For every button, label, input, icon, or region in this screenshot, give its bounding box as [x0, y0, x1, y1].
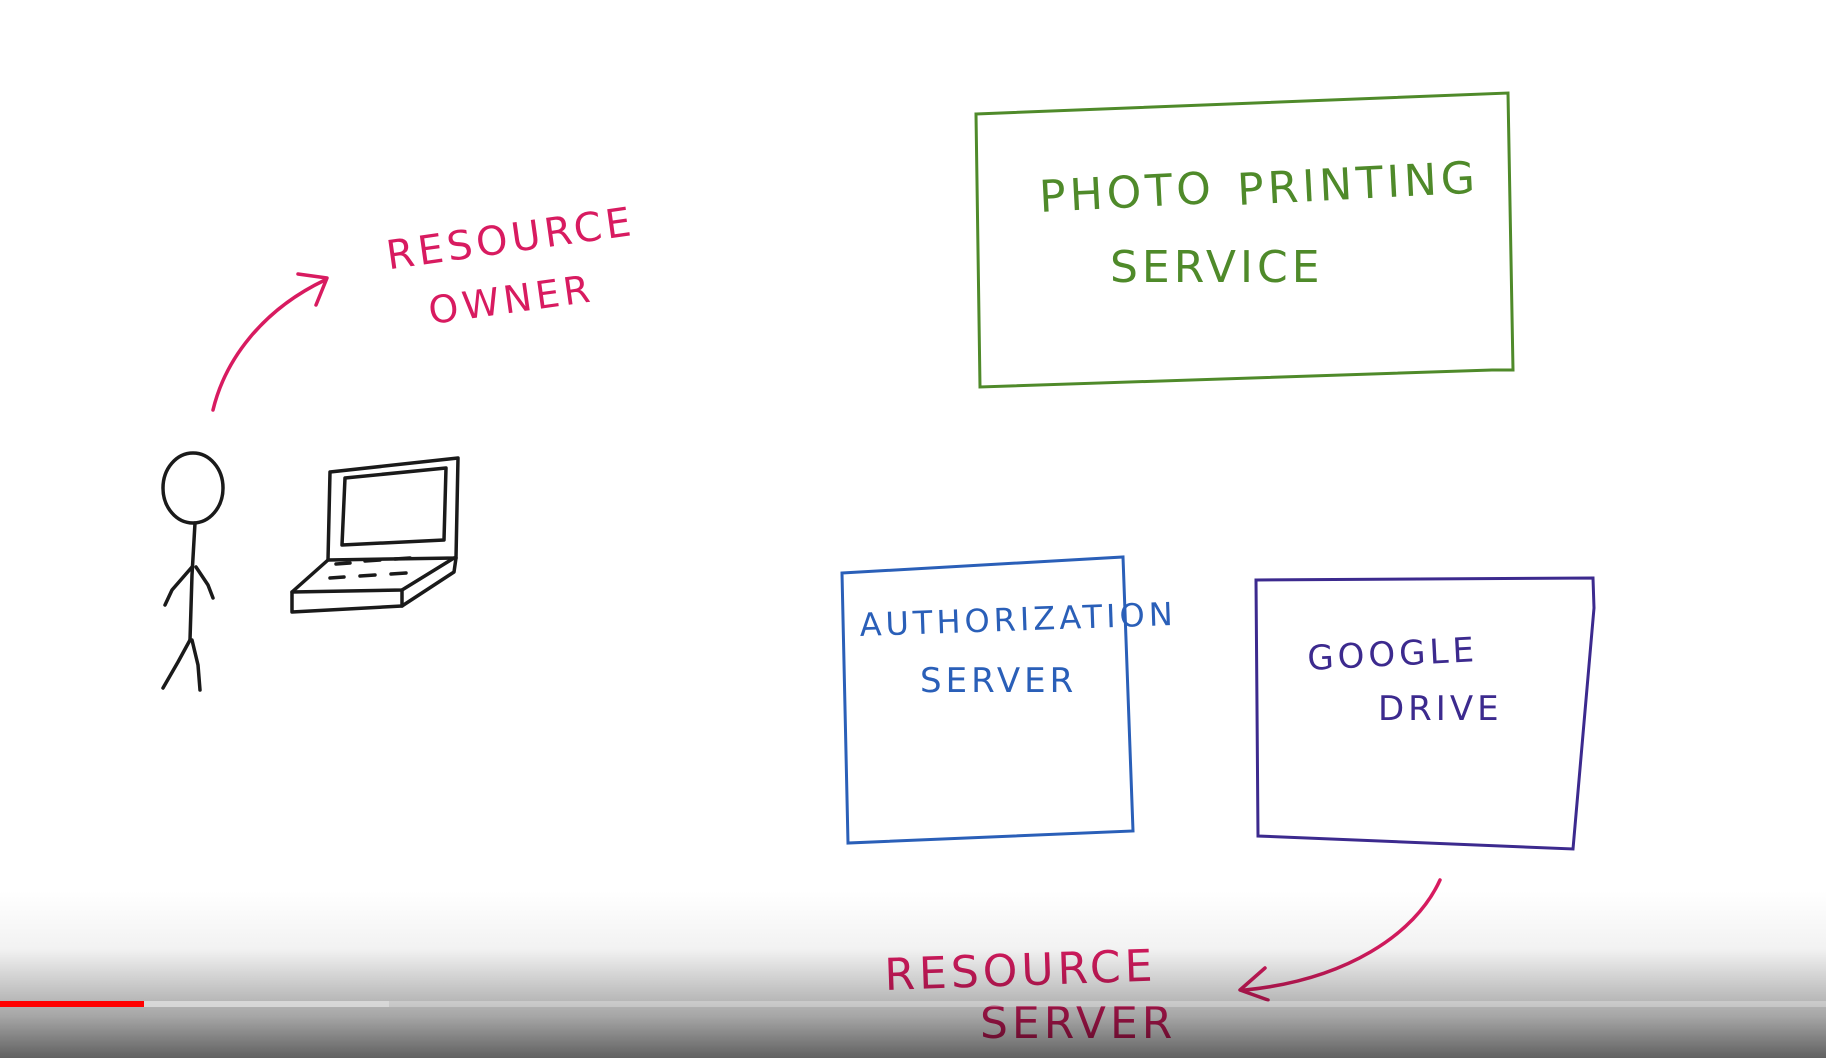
video-progress-bar[interactable]: [0, 1001, 1826, 1007]
resource-owner-line1: RESOURCE: [384, 199, 638, 279]
google-drive-box: GOOGLE DRIVE: [1254, 576, 1596, 851]
google-drive-line1: GOOGLE: [1306, 630, 1479, 679]
resource-server-label: RESOURCE SERVER: [884, 941, 1173, 1049]
photo-printing-line1-b: PRINTING: [1236, 152, 1480, 216]
resource-owner-line2: OWNER: [426, 266, 597, 333]
laptop-icon: [290, 456, 460, 614]
resource-server-arrow: [1238, 878, 1442, 1002]
photo-printing-line2: SERVICE: [1110, 242, 1324, 293]
stick-figure-person: [161, 451, 225, 692]
progress-played: [0, 1001, 145, 1007]
photo-printing-line1-a: PHOTO: [1038, 163, 1216, 223]
resource-server-line1: RESOURCE: [884, 941, 1158, 1001]
google-drive-line2: DRIVE: [1378, 689, 1503, 729]
authorization-server-box: AUTHORIZATION SERVER: [840, 555, 1177, 845]
progress-buffered: [0, 1001, 389, 1007]
authorization-server-line2: SERVER: [920, 661, 1077, 701]
resource-owner-arrow: [211, 272, 329, 412]
photo-printing-service-box: PHOTO PRINTING SERVICE: [974, 91, 1515, 389]
resource-owner-label: RESOURCE OWNER: [384, 199, 638, 333]
authorization-server-line1: AUTHORIZATION: [859, 595, 1177, 644]
